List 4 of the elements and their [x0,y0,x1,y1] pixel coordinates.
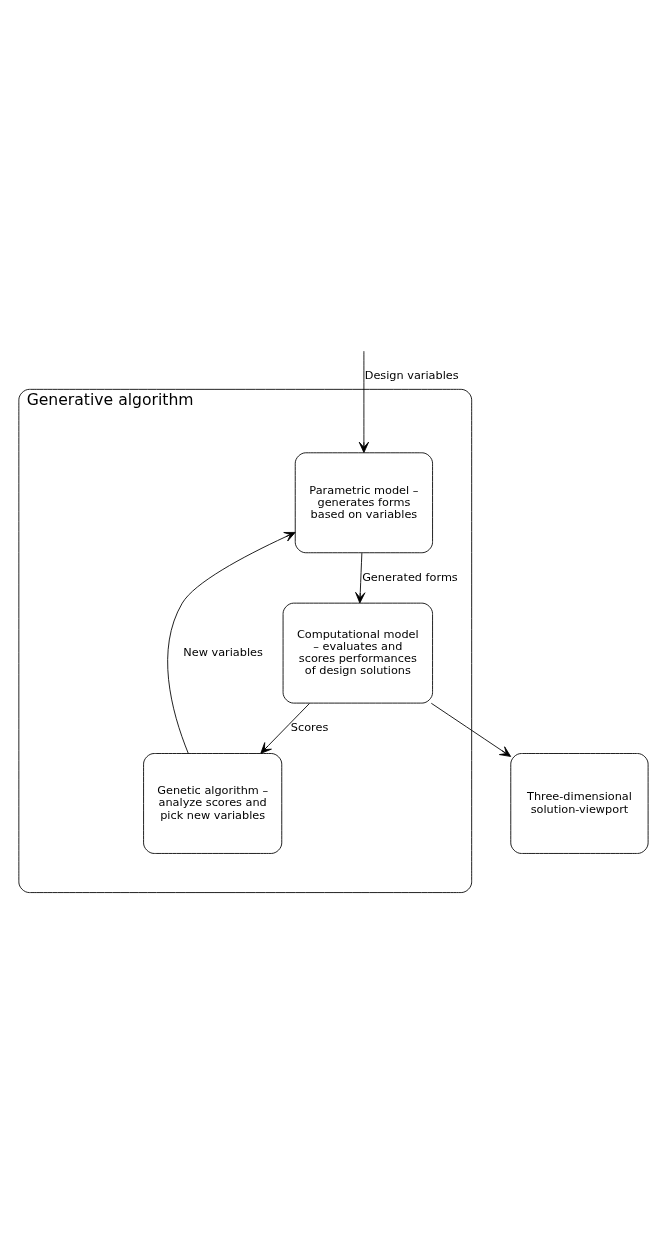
edge-label: New variables [183,645,263,659]
edge-label: Design variables [364,368,459,382]
edge-label: Generated forms [362,570,458,584]
edge-label: Scores [290,720,329,734]
